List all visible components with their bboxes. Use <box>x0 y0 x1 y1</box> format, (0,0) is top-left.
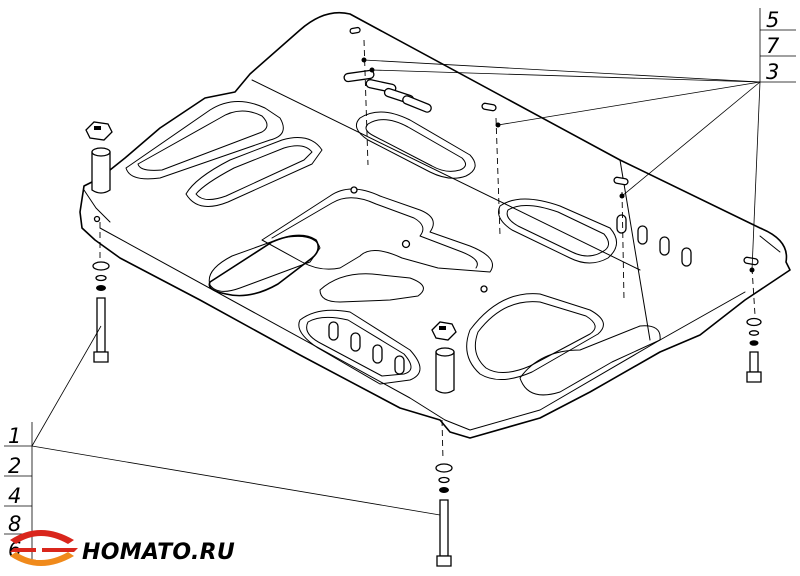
callout-2: 2 <box>8 454 21 478</box>
brand-name: HOMATO.RU <box>82 540 235 565</box>
callout-1: 1 <box>8 424 21 448</box>
brand-logo: HOMATO.RU <box>10 530 235 566</box>
skid-plate <box>79 11 791 439</box>
vent-slots <box>328 26 759 375</box>
callout-7: 7 <box>766 34 780 58</box>
left-bracket-assembly <box>85 121 113 363</box>
callout-3: 3 <box>766 60 779 84</box>
callout-8: 8 <box>8 512 21 536</box>
callout-4: 4 <box>8 484 21 508</box>
center-bracket-assembly <box>431 321 457 567</box>
brand-emblem-icon <box>10 530 78 566</box>
right-bolt-assembly <box>746 317 762 383</box>
callout-5: 5 <box>766 8 779 32</box>
callout-right: 5 7 3 <box>361 8 796 273</box>
